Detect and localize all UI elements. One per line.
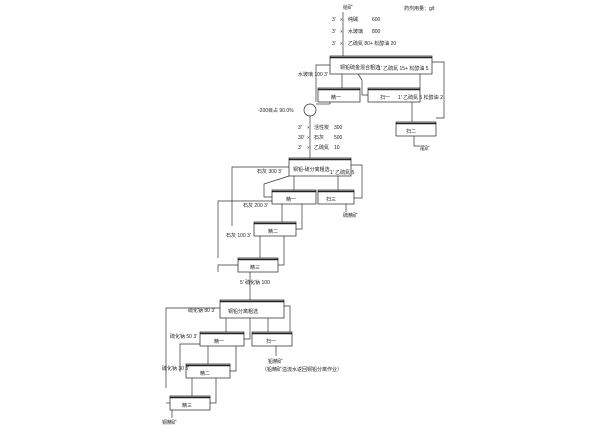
sep-scav-label: 扫三: [326, 196, 336, 203]
bulk-rougher-left-reagent: 水玻璃 100 3': [298, 71, 328, 78]
reagent-mid-cross-3: ×: [307, 145, 310, 150]
reagent-mid-time-3: 3': [298, 145, 302, 151]
reagent-top-time-1: 3': [332, 17, 336, 23]
regrind-mill: [303, 103, 317, 117]
sep-scav-return-line: [351, 164, 363, 199]
sep-outer-loop: [217, 200, 272, 258]
tailings-line: [413, 136, 420, 147]
reagent-mid-time-2: 30': [298, 135, 305, 141]
lead-conc-label: 铅精矿: [268, 358, 283, 365]
sep-cleaner3-label: 精三: [250, 264, 260, 271]
final-cleaner1-label: 精一: [214, 338, 224, 345]
lime-c2-label: 石灰 200 3': [243, 202, 268, 209]
sep-scav-cell: [317, 189, 355, 205]
reagent-top-time-2: 3': [332, 29, 336, 35]
cu-pb-rougher-label: 铜铅分离粗选: [228, 308, 258, 315]
reagent-mid-name-3: 乙硫氮: [314, 144, 329, 151]
bulk-rougher-right-reagent: 1' 乙硫氮 15+ 松醇油 5: [378, 65, 429, 72]
scav1-return-line: [357, 73, 368, 96]
lime-c3-label: 石灰 100 3': [226, 232, 251, 239]
final-cleaner2-label: 精二: [200, 370, 210, 377]
bulk-rougher-return-line: [315, 64, 330, 102]
reagent-top-dose-1: 600: [372, 17, 381, 23]
scav1-reagent: 1' 乙硫氮 5 松醇油 2: [398, 94, 443, 101]
reagent-cross-3: ×: [340, 41, 343, 46]
final-cleaner3-label: 精三: [182, 402, 192, 409]
reagent-mid-time-1: 3': [298, 125, 302, 131]
dosage-unit-label: 药剂用量：g/t: [404, 5, 435, 12]
sep-cleaner2-return-line: [296, 204, 303, 230]
sep-rougher-label: 铜铅-硫分离粗选: [293, 166, 330, 173]
cleaner1-cell: [317, 87, 361, 103]
sulfur-conc-label: 硫精矿: [343, 212, 358, 219]
sep-cleaner2-label: 精二: [268, 228, 278, 235]
reagent-top-dose-2: 800: [372, 29, 381, 35]
sep-cleaner1-return-line: [263, 175, 290, 198]
copper-conc-label: 铜精矿: [162, 419, 177, 426]
final-cleaner1-return-line: [244, 318, 251, 340]
reagent-top-time-3: 3': [332, 41, 336, 47]
sep-cleaner3-side-line: [217, 264, 238, 272]
sep-return-line: [231, 166, 289, 226]
sep-cleaner1-label: 精一: [286, 196, 296, 203]
reagent-mid-name-1: 活性炭: [314, 124, 329, 131]
reagent-top-name-1: 纯碱: [348, 16, 358, 23]
final-left-inner-loop: [179, 343, 200, 372]
sep-rougher-left-reagent: 石灰 300 3': [257, 168, 282, 175]
cleaner1-label: 精一: [331, 94, 341, 101]
na2s-c2-label: 硫化钠 50 3': [170, 333, 197, 340]
reagent-top-name-3: 乙硫氮 80+ 松醇油 20: [348, 40, 396, 47]
bulk-rougher-label: 铜铅硫金混合粗选: [340, 64, 380, 71]
scav1-label: 扫一: [380, 94, 390, 101]
reagent-mid-dose-2: 500: [334, 135, 343, 141]
cu-pb-rougher-cell: [219, 299, 285, 319]
cu-pb-outer-left-loop: [165, 307, 220, 388]
final-scav-cell: [251, 331, 293, 347]
scav2-cell: [395, 121, 437, 137]
feed-label: 给矿: [343, 4, 353, 11]
sep-rougher-right-reagent: 1' 乙硫氮 5: [330, 169, 355, 176]
reagent-cross-2: ×: [340, 29, 343, 34]
reagent-mid-dose-3: 10: [334, 145, 340, 151]
reagent-cross-1: ×: [340, 17, 343, 22]
cu-pb-rougher-left-reagent: 硫化钠 80 3': [188, 307, 215, 314]
final-cleaner3-return-line: [210, 378, 217, 404]
scav2-label: 扫二: [406, 128, 416, 135]
reagent-mid-name-2: 石灰: [314, 134, 324, 141]
scav2-return-line: [432, 61, 445, 119]
final-scav-label: 扫一: [266, 338, 276, 345]
final-cleaner2-return-line: [230, 346, 237, 372]
tailings-label: 尾矿: [420, 145, 430, 152]
reagent-mid-cross-2: ×: [307, 135, 310, 140]
lead-conc-note: （铅精矿溢流水返回铜铅分离作业）: [262, 366, 342, 373]
regrind-label: -200目占 90.0%: [258, 107, 294, 114]
na2s-feed-label: 5' 硫化钠 100: [240, 279, 270, 286]
sep-cleaner3-return-line: [278, 236, 285, 266]
reagent-top-name-2: 水玻璃: [348, 28, 363, 35]
na2s-c3-label: 硫化钠 30 3': [162, 365, 189, 372]
reagent-mid-cross-1: ×: [307, 125, 310, 130]
reagent-mid-dose-1: 300: [334, 125, 343, 131]
